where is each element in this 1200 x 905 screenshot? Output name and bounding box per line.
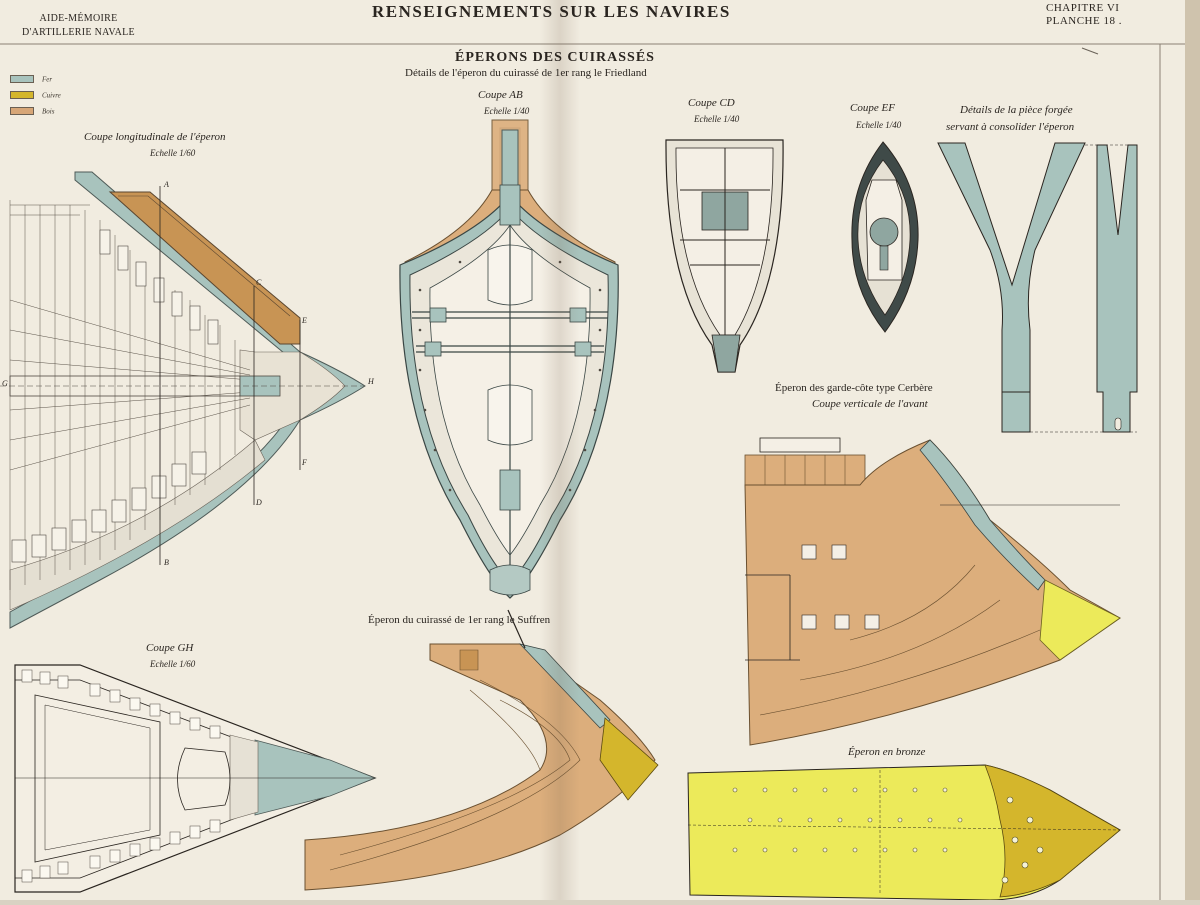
caption-cerbere-line2: Coupe verticale de l'avant — [812, 398, 928, 410]
caption-bronze: Éperon en bronze — [848, 746, 926, 758]
legend-iron-label: Fer — [42, 75, 53, 84]
legend-wood-label: Bois — [42, 107, 55, 116]
legend-copper-label: Cuivre — [42, 91, 61, 100]
section-gh-drawing — [14, 664, 377, 893]
caption-coupe-cd: Coupe CD — [688, 97, 735, 109]
section-ef-drawing — [851, 141, 919, 333]
page-subtitle: Détails de l'éperon du cuirassé de 1er r… — [405, 67, 647, 79]
header-left-line1: AIDE-MÉMOIRE — [39, 13, 118, 24]
header-left-block: AIDE-MÉMOIRE D'ARTILLERIE NAVALE — [22, 12, 135, 40]
caption-cerbere-line1: Éperon des garde-côte type Cerbère — [775, 382, 933, 394]
caption-forged-line1: Détails de la pièce forgée — [960, 104, 1073, 116]
section-mark-h: H — [368, 377, 374, 386]
bronze-ram-drawing — [687, 764, 1121, 901]
header-right-block: CHAPITRE VI PLANCHE 18 . — [1046, 2, 1122, 28]
suffren-ram-drawing — [304, 609, 659, 891]
caption-coupe-gh: Coupe GH — [146, 642, 194, 654]
longitudinal-section-drawing — [0, 171, 366, 629]
caption-coupe-cd-scale: Echelle 1/40 — [694, 114, 740, 124]
legend-wood: Bois — [10, 102, 55, 116]
caption-forged-line2: servant à consolider l'éperon — [946, 121, 1075, 133]
header-left-line2: D'ARTILLERIE NAVALE — [22, 27, 135, 38]
legend-iron-swatch — [10, 75, 34, 84]
legend-wood-swatch — [10, 107, 34, 116]
plate-header-title: RENSEIGNEMENTS SUR LES NAVIRES — [372, 2, 731, 21]
section-mark-b: B — [164, 558, 169, 567]
caption-coupe-ef: Coupe EF — [850, 102, 895, 114]
section-ab-drawing — [399, 119, 619, 599]
caption-coupe-ab-scale: Echelle 1/40 — [484, 106, 530, 116]
page-title: ÉPERONS DES CUIRASSÉS — [455, 50, 655, 65]
forged-piece-drawing — [937, 142, 1138, 433]
caption-coupe-gh-scale: Echelle 1/60 — [150, 659, 196, 669]
caption-coupe-ab: Coupe AB — [478, 89, 523, 101]
caption-longitudinal-scale: Echelle 1/60 — [150, 148, 196, 158]
section-cd-drawing — [665, 139, 784, 373]
plate-number: PLANCHE 18 . — [1046, 15, 1122, 27]
caption-coupe-ef-scale: Echelle 1/40 — [856, 120, 902, 130]
margin-mark — [1081, 47, 1099, 55]
section-mark-c: C — [256, 278, 262, 287]
section-mark-g: G — [2, 379, 8, 388]
section-mark-d: D — [256, 498, 262, 507]
section-mark-f: F — [302, 458, 307, 467]
legend-iron: Fer — [10, 70, 53, 84]
legend-copper-swatch — [10, 91, 34, 100]
chapter-label: CHAPITRE VI — [1046, 2, 1120, 14]
section-mark-e: E — [302, 316, 307, 325]
section-mark-a: A — [164, 180, 169, 189]
caption-longitudinal: Coupe longitudinale de l'éperon — [84, 131, 226, 143]
cerbere-ram-drawing — [744, 437, 1121, 746]
legend-copper: Cuivre — [10, 86, 61, 100]
caption-suffren: Éperon du cuirassé de 1er rang le Suffre… — [368, 614, 551, 626]
page-edge — [1185, 0, 1200, 900]
